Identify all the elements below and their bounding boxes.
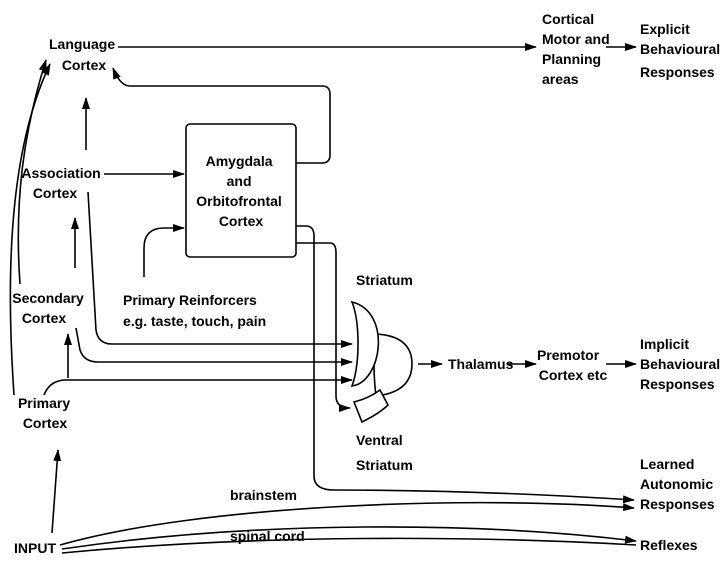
brainstem-label: brainstem — [230, 487, 297, 503]
arrow-secondary-to-striatum — [75, 327, 353, 366]
arrow-reinforcers-to-amygdala — [143, 224, 185, 277]
premotor-label: Premotor Cortex etc — [537, 347, 608, 383]
primary-cortex-label: Primary Cortex — [18, 395, 74, 431]
arrow-spinal-cord-b — [61, 537, 637, 554]
thalamus-label: Thalamus — [448, 356, 514, 372]
arrow-secondary-to-language-arc — [17, 59, 47, 285]
autonomic-responses-label: Learned Autonomic Responses — [640, 456, 717, 512]
cortical-motor-label: Cortical Motor and Planning areas — [542, 11, 614, 87]
arrow-primary-to-language-arc — [9, 63, 51, 396]
arrow-brainstem — [59, 501, 635, 546]
association-cortex-label: Association Cortex — [21, 165, 104, 201]
amygdala-box — [185, 123, 297, 258]
connections — [9, 43, 637, 554]
arrow-primary-to-striatum — [43, 376, 353, 396]
amygdala-label: Amygdala and Orbitofrontal Cortex — [196, 153, 285, 229]
input-label: INPUT — [14, 540, 56, 556]
secondary-cortex-label: Secondary Cortex — [12, 290, 87, 326]
arrow-amygdala-to-language — [112, 67, 331, 164]
implicit-responses-label: Implicit Behavioural Responses — [640, 336, 724, 392]
arrow-amygdala-to-autonomic — [296, 225, 635, 504]
striatum-label: Striatum — [356, 272, 413, 288]
primary-reinforcers-label: Primary Reinforcers e.g. taste, touch, p… — [123, 292, 266, 329]
arrow-association-to-striatum — [87, 191, 353, 348]
reflexes-label: Reflexes — [640, 537, 698, 553]
spinal-cord-label: spinal cord — [230, 528, 305, 544]
arrow-amygdala-to-ventral-striatum — [296, 242, 351, 412]
explicit-responses-label: Explicit Behavioural Responses — [640, 21, 724, 80]
striatum-shape — [350, 300, 413, 424]
labels: Language Cortex Association Cortex Secon… — [12, 11, 724, 556]
arrow-input-to-primary — [51, 449, 62, 534]
ventral-striatum-label: Ventral Striatum — [356, 432, 413, 473]
language-cortex-label: Language Cortex — [49, 36, 119, 73]
arrow-spinal-cord-a — [61, 526, 637, 550]
